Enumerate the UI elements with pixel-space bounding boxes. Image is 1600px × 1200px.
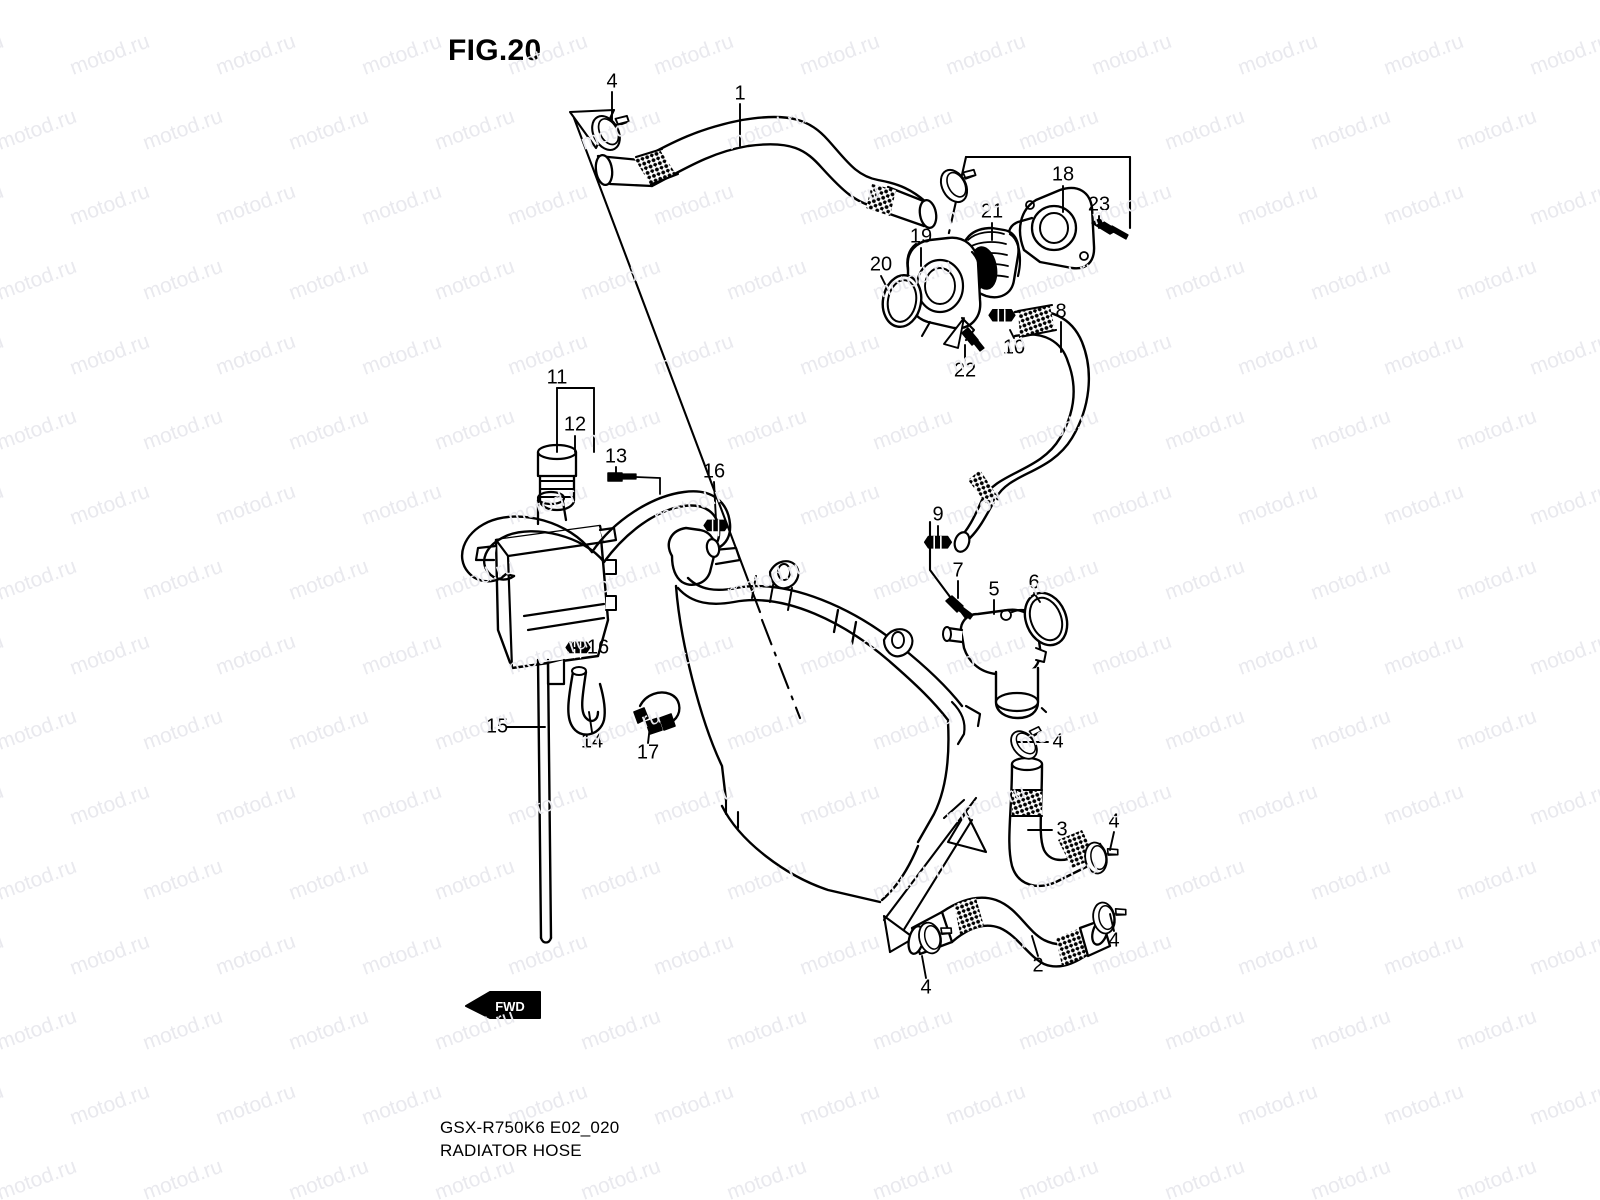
part-10-hose-clip	[988, 308, 1016, 328]
callout-number-hose-clip: 16	[586, 636, 610, 659]
part-17-hose-holder	[633, 691, 681, 735]
callout-number-hose-clamp: 4	[1108, 929, 1120, 952]
callout-number-water-union-o-ring: 6	[1028, 571, 1040, 594]
part-6-union-o-ring	[1023, 591, 1069, 647]
callout-number-reservoir-tank-cap: 12	[563, 413, 587, 436]
part-4-clamp-upper-right	[934, 164, 977, 208]
part-19-thermostat-case	[906, 236, 982, 349]
figure-caption-name: RADIATOR HOSE	[440, 1141, 582, 1160]
part-23-cap-bolt	[1091, 218, 1129, 240]
svg-text:FWD: FWD	[495, 999, 525, 1014]
fwd-marker: FWD	[465, 991, 541, 1019]
part-15-overflow-hose	[536, 658, 553, 944]
callout-number-water-union-bolt: 7	[952, 559, 964, 582]
callout-number-hose-clamp: 4	[1052, 730, 1064, 753]
callout-number-hose-clamp: 4	[1108, 810, 1120, 833]
callout-number-water-hose-lower: 2	[1032, 954, 1044, 977]
callout-number-water-inlet-union: 5	[988, 578, 1000, 601]
callout-number-thermostat-cap-bolt: 23	[1087, 193, 1111, 216]
callout-number-water-hose-inlet: 8	[1055, 300, 1067, 323]
part-13-reservoir-bolt	[607, 472, 661, 495]
callout-number-hose-clip: 16	[702, 460, 726, 483]
part-9-hose-clip	[923, 535, 953, 555]
callout-number-reservoir-tank-cap-assy: 11	[546, 366, 568, 389]
part-18-thermostat-cap	[1007, 186, 1096, 270]
callout-number-radiator-outlet-hose: 1	[734, 82, 746, 105]
figure-title: FIG.20	[448, 34, 542, 67]
callout-number-thermostat-case-o-ring: 20	[869, 253, 893, 276]
callout-number-hose-holder-clamp: 17	[636, 741, 660, 764]
part-20-case-o-ring	[881, 273, 923, 329]
callout-number-hose-clamp: 4	[920, 976, 932, 999]
callout-number-hose-clip: 10	[1002, 336, 1026, 359]
callout-number-thermostat: 21	[980, 200, 1004, 223]
callout-number-overflow-hose: 15	[485, 715, 509, 738]
part-22-case-bolt	[961, 327, 985, 352]
figure-caption-model: GSX-R750K6 E02_020	[440, 1118, 620, 1137]
callout-leaders	[506, 91, 1115, 979]
part-14-reservoir-hose	[567, 666, 606, 736]
callout-number-hose-clip: 9	[932, 503, 944, 526]
callout-number-thermostat-cap: 18	[1051, 163, 1075, 186]
callout-number-hose-clamp: 4	[606, 70, 618, 93]
part-7-union-bolt	[945, 595, 974, 620]
callout-number-radiator-inlet-hose: 3	[1056, 818, 1068, 841]
part-16a-upper-hose	[460, 490, 732, 583]
callout-number-thermostat-case: 19	[909, 225, 933, 248]
callout-number-thermostat-case-bolt: 22	[953, 359, 977, 382]
assembly-pointer-lower2	[882, 796, 978, 954]
part-1-radiator-outlet-hose	[594, 115, 938, 230]
callout-number-reservoir-hose: 14	[580, 730, 604, 753]
part-5-water-inlet-union	[942, 608, 1047, 720]
callout-number-reservoir-mounting-bolt: 13	[604, 445, 628, 468]
radiator-body	[667, 526, 982, 904]
